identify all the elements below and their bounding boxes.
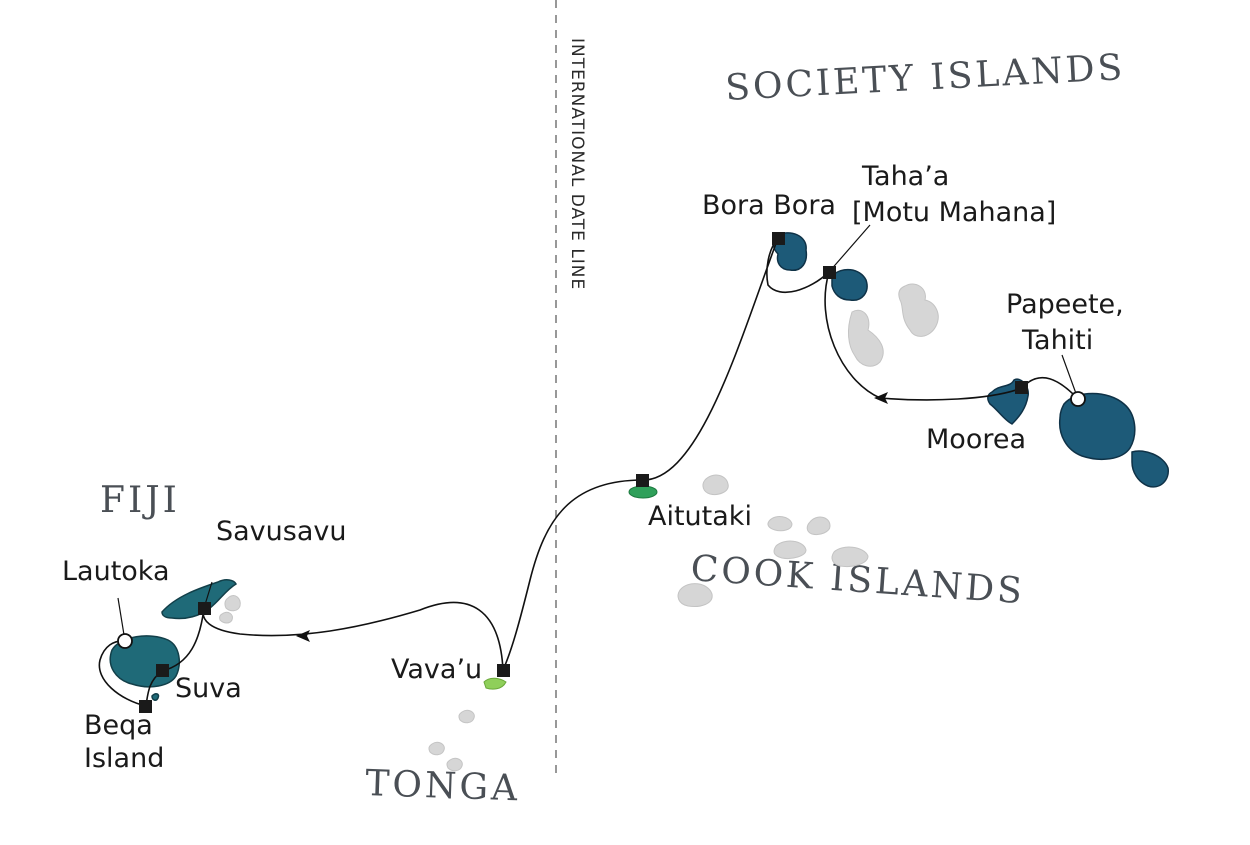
region-label-tonga: TONGA <box>365 763 521 809</box>
port-marker-suva[interactable] <box>156 664 169 677</box>
port-label-savusavu: Savusavu <box>216 516 346 547</box>
region-label-society-islands: SOCIETY ISLANDS <box>724 47 1126 109</box>
port-label-bora-bora: Bora Bora <box>702 190 836 221</box>
island-cook-6 <box>677 583 713 607</box>
island-cook-3 <box>806 516 831 535</box>
island-vavau <box>483 677 507 690</box>
leader-tahaa <box>828 224 871 273</box>
island-cook-1 <box>702 474 729 495</box>
port-marker-moorea[interactable] <box>1015 381 1028 394</box>
island-huahine <box>898 283 939 337</box>
island-vanua-levu <box>161 579 237 620</box>
island-aitutaki <box>628 485 658 499</box>
port-label-aitutaki: Aitutaki <box>648 501 752 532</box>
port-label-moorea: Moorea <box>926 424 1026 455</box>
island-fiji-small-2 <box>219 611 233 624</box>
region-label-fiji: FIJI <box>100 480 180 521</box>
island-tonga-1 <box>458 709 475 724</box>
port-label-suva: Suva <box>175 673 242 704</box>
port-marker-lautoka[interactable] <box>117 633 133 649</box>
port-label-vavau: Vava’u <box>391 654 482 685</box>
island-beqa <box>151 693 160 701</box>
port-label-papeete-1: Papeete, <box>1006 289 1124 320</box>
date-line-label: INTERNATIONAL DATE LINE <box>567 38 587 290</box>
route-arrow-1 <box>874 392 888 404</box>
port-marker-aitutaki[interactable] <box>636 474 649 487</box>
port-marker-tahaa[interactable] <box>823 266 836 279</box>
island-tonga-2 <box>428 741 445 756</box>
port-marker-savusavu[interactable] <box>198 602 211 615</box>
island-tahaa <box>831 268 868 301</box>
port-label-papeete-2: Tahiti <box>1021 325 1093 356</box>
port-label-beqa-2: Island <box>84 743 164 774</box>
island-cook-2 <box>767 516 793 532</box>
island-tonga-3 <box>446 757 463 772</box>
island-cook-4 <box>773 540 807 559</box>
island-tahiti <box>1058 392 1169 488</box>
route-arrow-2 <box>296 630 310 642</box>
port-marker-papeete[interactable] <box>1070 391 1086 407</box>
port-marker-beqa[interactable] <box>139 700 152 713</box>
island-cook-5 <box>831 546 869 567</box>
port-label-beqa-1: Beqa <box>84 710 153 741</box>
port-label-tahaa-1: Taha’a <box>861 161 949 192</box>
island-fiji-small-1 <box>224 595 241 612</box>
port-marker-vavau[interactable] <box>497 664 510 677</box>
island-raiatea <box>847 309 884 367</box>
port-label-lautoka: Lautoka <box>62 556 170 587</box>
port-label-tahaa-2: [Motu Mahana] <box>852 197 1056 228</box>
port-marker-bora-bora[interactable] <box>772 232 785 245</box>
